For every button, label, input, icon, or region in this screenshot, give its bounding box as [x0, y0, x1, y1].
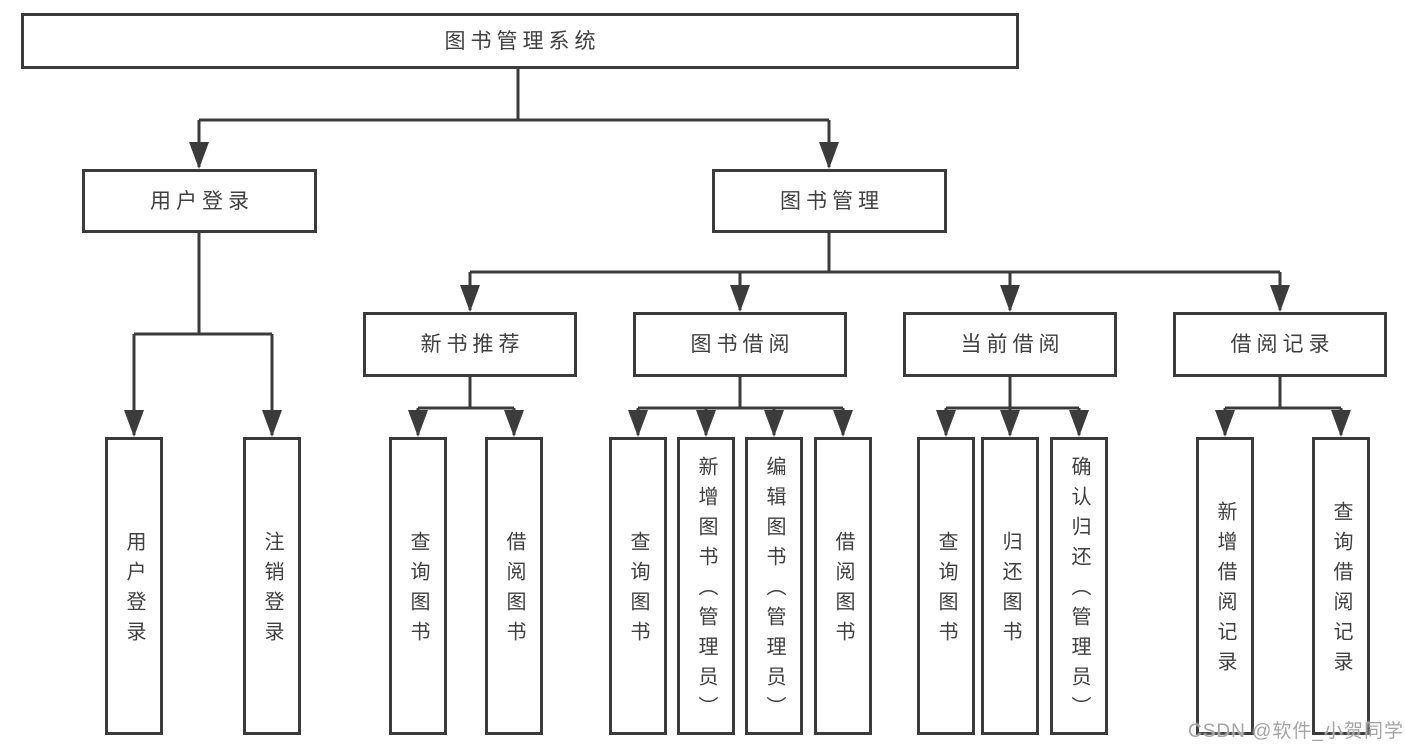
node-label: 借阅图书 [832, 531, 854, 651]
node-leaf-logout: 注销登录 [243, 437, 301, 735]
node-label: 归还图书 [999, 531, 1021, 651]
node-label: 图书借阅 [690, 333, 795, 356]
node-leaf-return-books: 归还图书 [981, 437, 1039, 735]
node-leaf-confirm-return-admin: 确认归还（管理员） [1050, 437, 1108, 735]
node-label: 图书管理 [780, 189, 884, 213]
node-borrowing-records: 借阅记录 [1173, 312, 1387, 377]
node-leaf-edit-books-admin: 编辑图书（管理员） [745, 437, 803, 735]
node-leaf-borrowing-query-books: 查询图书 [609, 437, 667, 735]
node-label: 查询图书 [407, 531, 429, 651]
connector-paths [132, 69, 1343, 435]
node-leaf-user-login: 用户登录 [105, 437, 163, 735]
node-current-borrowing: 当前借阅 [903, 312, 1117, 377]
node-label: 借阅图书 [503, 531, 525, 651]
node-book-borrowing: 图书借阅 [633, 312, 847, 377]
node-root: 图书管理系统 [21, 13, 1019, 69]
node-leaf-borrowing-borrow-books: 借阅图书 [814, 437, 872, 735]
node-leaf-current-query-books: 查询图书 [917, 437, 975, 735]
node-label: 新增借阅记录 [1214, 501, 1236, 681]
node-label: 当前借阅 [960, 333, 1065, 356]
node-leaf-add-books-admin: 新增图书（管理员） [677, 437, 735, 735]
node-label: 借阅记录 [1230, 333, 1335, 356]
node-label: 查询借阅记录 [1330, 501, 1352, 681]
node-label: 确认归还（管理员） [1068, 456, 1090, 726]
node-book-management: 图书管理 [712, 169, 947, 233]
node-label: 用户登录 [123, 531, 145, 651]
node-leaf-add-borrow-record: 新增借阅记录 [1196, 437, 1254, 735]
node-label: 用户登录 [150, 189, 254, 213]
node-user-login: 用户登录 [82, 169, 317, 233]
node-leaf-recommend-borrow-books: 借阅图书 [485, 437, 543, 735]
node-label: 图书管理系统 [444, 29, 601, 53]
node-leaf-recommend-query-books: 查询图书 [389, 437, 447, 735]
node-label: 注销登录 [261, 531, 283, 651]
node-label: 查询图书 [627, 531, 649, 651]
node-leaf-query-borrow-record: 查询借阅记录 [1312, 437, 1370, 735]
node-new-book-recommend: 新书推荐 [363, 312, 577, 377]
node-label: 编辑图书（管理员） [763, 456, 785, 726]
node-label: 新增图书（管理员） [695, 456, 717, 726]
csdn-watermark: CSDN @软件_小贺同学 [1188, 721, 1404, 742]
node-label: 新书推荐 [420, 333, 525, 356]
node-label: 查询图书 [935, 531, 957, 651]
